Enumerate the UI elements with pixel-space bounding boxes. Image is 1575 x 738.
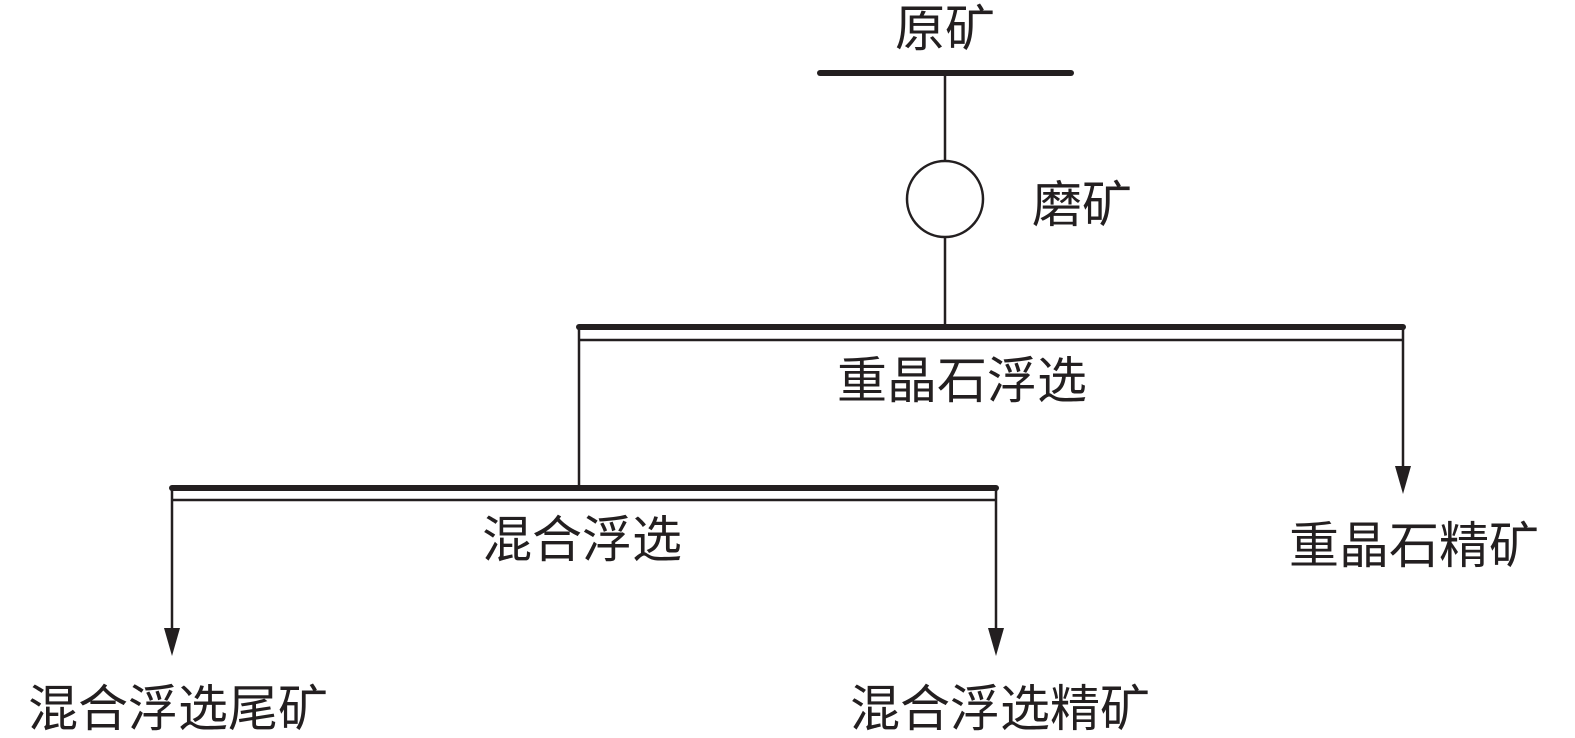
mixed-flotation-label: 混合浮选 — [482, 511, 682, 569]
barite-flotation-label: 重晶石浮选 — [837, 352, 1087, 410]
arrow-mixed-tailings — [164, 628, 180, 656]
grinding-label: 磨矿 — [1032, 176, 1132, 234]
barite-concentrate-label: 重晶石精矿 — [1289, 517, 1539, 575]
barite-flotation-operation — [576, 324, 1406, 342]
mixed-flotation-operation — [169, 485, 999, 502]
grinding-circle — [905, 159, 985, 239]
arrow-mixed-concentrate — [988, 628, 1004, 656]
arrow-barite-concentrate — [1395, 466, 1411, 494]
mixed-tailings-label: 混合浮选尾矿 — [28, 680, 328, 738]
mixed-concentrate-label: 混合浮选精矿 — [850, 680, 1150, 738]
raw-ore-label: 原矿 — [895, 0, 995, 58]
